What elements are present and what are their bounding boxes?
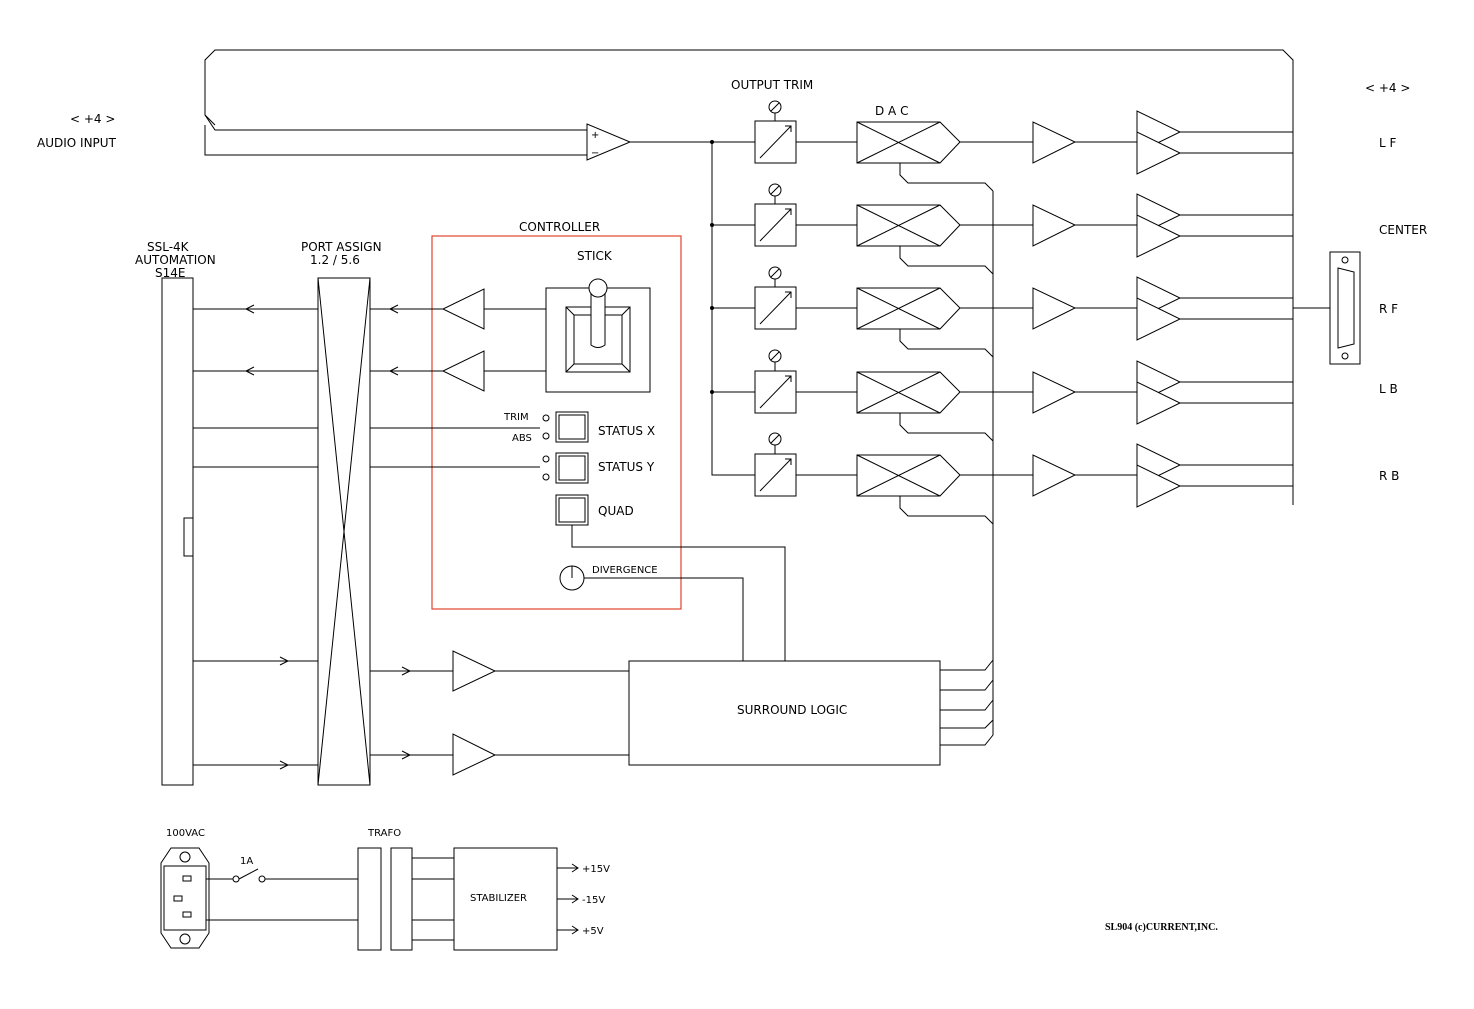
- automation-label-3: S14E: [155, 266, 185, 280]
- status-x-label: STATUS X: [598, 424, 655, 438]
- trafo-label: TRAFO: [367, 828, 401, 839]
- power-inlet: [160, 847, 210, 949]
- output-level: < +4 >: [1365, 81, 1410, 95]
- output-channel-rb: [754, 432, 1293, 525]
- port-assign-label-2: 1.2 / 5.6: [310, 253, 360, 267]
- transformer: [357, 847, 413, 951]
- controller-amp-y: [441, 350, 546, 392]
- stabilizer-box: [453, 847, 558, 951]
- power-in-label: 100VAC: [166, 828, 205, 839]
- output-label-center: CENTER: [1379, 223, 1427, 237]
- copyright-label: SL904 (c)CURRENT,INC.: [1105, 922, 1218, 933]
- output-label-rb: R B: [1379, 469, 1399, 483]
- divergence-knob[interactable]: [559, 565, 585, 591]
- logic-amp-1: [452, 650, 497, 692]
- surround-logic-label: SURROUND LOGIC: [737, 703, 847, 717]
- output-channel-rf: [754, 266, 1293, 358]
- input-amplifier: + −: [586, 123, 632, 161]
- status-y-label: STATUS Y: [598, 460, 655, 474]
- automation-unit: [161, 277, 194, 786]
- surround-logic-box: [628, 660, 941, 766]
- trim-led: [542, 414, 550, 422]
- fuse-label: 1A: [240, 856, 253, 867]
- output-channel-center: [754, 183, 1293, 275]
- output-label-lf: L F: [1379, 136, 1397, 150]
- joystick[interactable]: [545, 278, 651, 393]
- quad-button[interactable]: [555, 494, 589, 526]
- audio-input-label: AUDIO INPUT: [37, 136, 117, 150]
- output-label-rf: R F: [1379, 302, 1398, 316]
- controller-box: [431, 235, 682, 610]
- status-y-led-2: [542, 473, 550, 481]
- output-trim-label: OUTPUT TRIM: [731, 78, 813, 92]
- port-assign-matrix: [317, 277, 371, 786]
- controller-amp-x: [441, 288, 546, 330]
- output-channel-lf: [754, 100, 1293, 192]
- automation-label-1: SSL-4K: [147, 240, 190, 254]
- automation-label-2: AUTOMATION: [135, 253, 216, 267]
- stabilizer-label: STABILIZER: [470, 893, 527, 904]
- v-plus15-label: +15V: [582, 864, 610, 875]
- dac-control-bus: [940, 191, 994, 746]
- v-minus15-label: -15V: [582, 895, 605, 906]
- port-assign-label-1: PORT ASSIGN: [301, 240, 382, 254]
- fuse-switch: [232, 868, 266, 883]
- quad-label: QUAD: [598, 504, 634, 518]
- trim-label: TRIM: [503, 412, 529, 423]
- audio-input-level: < +4 >: [70, 112, 115, 126]
- output-channel-lb: [754, 349, 1293, 442]
- status-y-led-1: [542, 455, 550, 463]
- amp-plus-label: +: [591, 130, 599, 141]
- input-bus-lower: [204, 125, 587, 156]
- controller-label: CONTROLLER: [519, 220, 600, 234]
- output-connector: [1293, 251, 1361, 365]
- abs-label: ABS: [512, 433, 532, 444]
- logic-amp-2: [452, 733, 497, 776]
- amp-minus-label: −: [591, 148, 599, 159]
- stick-label: STICK: [577, 249, 613, 263]
- output-label-lb: L B: [1379, 382, 1398, 396]
- divergence-label: DIVERGENCE: [592, 565, 658, 576]
- abs-led: [542, 432, 550, 440]
- status-y-button[interactable]: [555, 452, 589, 484]
- status-x-button[interactable]: [555, 411, 589, 443]
- dac-label: D A C: [875, 104, 908, 118]
- v-plus5-label: +5V: [582, 926, 604, 937]
- input-bus-upper: [204, 114, 587, 131]
